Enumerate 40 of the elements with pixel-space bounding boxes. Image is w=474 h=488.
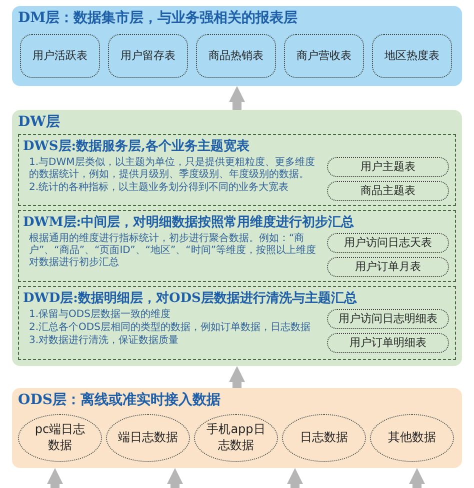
layer-panel (12, 110, 462, 366)
layer-heading: DM层：数据集市层，与业务强相关的报表层 (18, 9, 298, 27)
table-node: 用户访问日志明细表 (327, 309, 449, 329)
table-node: 用户活跃表 (20, 34, 100, 78)
source-ellipse: pc端日志数据 (18, 414, 102, 462)
description-text: 2.统计的各种指标，以主题业务划分得到不同的业务大宽表 (29, 182, 290, 194)
sub-layer-box (18, 210, 456, 282)
layer-panel (12, 388, 462, 468)
arrow (229, 86, 245, 110)
description-text: 根据通用的维度进行指标统计，初步进行聚合数据。例如：“商户”、“商品”、“页面ID”、“地区”、“时间”等维度，按照以上维度对数据进行初步汇总 (29, 233, 318, 269)
table-node: 地区热度表 (372, 34, 452, 78)
table-node: 用户订单明细表 (327, 333, 449, 353)
description-text: 3.对数据进行清洗，保证数据质量 (29, 335, 180, 347)
layer-panel (12, 6, 462, 86)
table-node: 商户营收表 (284, 34, 364, 78)
arrow (229, 366, 245, 388)
source-ellipse: 端日志数据 (106, 414, 190, 462)
arrow (287, 468, 303, 488)
sub-layer-box (18, 134, 456, 206)
source-ellipse: 其他数据 (370, 414, 454, 462)
table-node: 用户留存表 (108, 34, 188, 78)
arrow (167, 468, 183, 488)
description-text: 2.汇总各个ODS层相同的类型的数据，例如订单数据，日志数据 (29, 322, 312, 334)
source-ellipse: 日志数据 (282, 414, 366, 462)
description-text: 1.保留与ODS层数据一致的维度 (29, 309, 172, 321)
table-node: 商品热销表 (196, 34, 276, 78)
layer-heading: DWM层:中间层，对明细数据按照常用维度进行初步汇总 (23, 214, 354, 231)
layer-heading: ODS层：离线或准实时接入数据 (18, 391, 220, 409)
sub-layer-box (18, 286, 456, 360)
arrow (47, 468, 63, 488)
description-text: 1.与DWM层类似，以主题为单位，只是提供更粗粒度、更多维度的数据统计，例如，提供月级别、季度级别、年度级别的数据。 (29, 157, 316, 181)
table-node: 用户主题表 (327, 157, 449, 177)
source-ellipse: 手机app日志数据 (194, 414, 278, 462)
layer-heading: DWD层:数据明细层，对ODS层数据进行清洗与主题汇总 (23, 290, 357, 307)
table-node: 用户访问日志天表 (327, 233, 449, 253)
layer-heading: DWS层:数据服务层,各个业务主题宽表 (23, 138, 250, 155)
layer-heading: DW层 (18, 113, 60, 131)
table-node: 用户订单月表 (327, 257, 449, 277)
arrow (409, 468, 425, 488)
table-node: 商品主题表 (327, 181, 449, 201)
